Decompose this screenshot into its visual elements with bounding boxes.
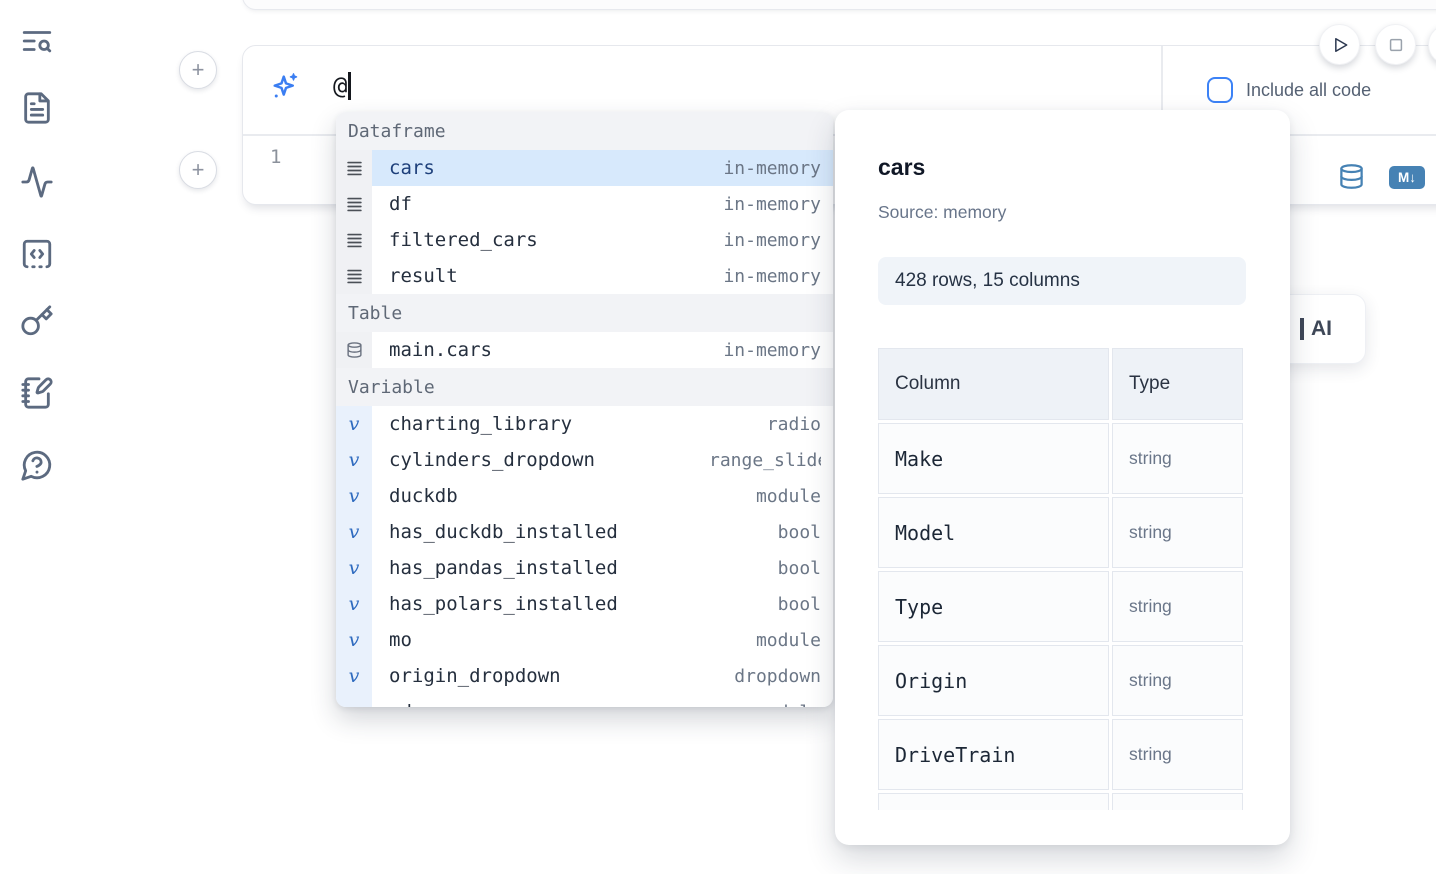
dataframe-rows-icon — [336, 186, 372, 222]
schema-row-column: DriveTrain — [878, 719, 1109, 790]
file-icon[interactable] — [19, 91, 55, 127]
ai-button-label: AI — [1311, 317, 1332, 340]
preview-title: cars — [878, 154, 926, 180]
activity-icon[interactable] — [19, 165, 55, 201]
dataframe-rows-icon — [336, 258, 372, 294]
variable-icon: v — [336, 478, 372, 514]
schema-row-type: string — [1112, 497, 1243, 568]
database-table-icon — [336, 332, 372, 368]
key-icon[interactable] — [19, 304, 55, 340]
left-sidebar — [0, 0, 72, 874]
line-number: 1 — [270, 146, 282, 168]
text-caret — [348, 72, 351, 100]
schema-row-column: Make — [878, 423, 1109, 494]
ai-prompt-input[interactable]: @ — [333, 72, 351, 100]
markdown-cell-icon[interactable]: M↓ — [1389, 166, 1425, 189]
schema-row-type: string — [1112, 645, 1243, 716]
scratchpad-icon[interactable] — [19, 376, 55, 412]
include-all-code-control[interactable]: Include all code — [1207, 46, 1371, 134]
variable-icon: v — [336, 550, 372, 586]
variable-icon: v — [336, 514, 372, 550]
preview-source: Source: memory — [878, 202, 1007, 222]
prompt-value: @ — [333, 72, 348, 100]
schema-table: Column Type Make string Model string Typ… — [878, 348, 1246, 810]
dataframe-rows-icon — [336, 222, 372, 258]
include-all-code-label: Include all code — [1246, 79, 1372, 100]
schema-row-type: string — [1112, 571, 1243, 642]
run-cell-button[interactable] — [1319, 24, 1360, 65]
schema-row-column: Type — [878, 571, 1109, 642]
add-cell-above-button[interactable]: + — [179, 51, 217, 89]
schema-header-column: Column — [878, 348, 1109, 420]
schema-row-column: Origin — [878, 645, 1109, 716]
variable-icon: v — [336, 694, 372, 707]
dataframe-preview-panel: cars Source: memory 428 rows, 15 columns… — [835, 110, 1290, 845]
schema-row-type: string — [1112, 423, 1243, 494]
table-of-contents-search-icon[interactable] — [19, 24, 55, 60]
schema-header-type: Type — [1112, 348, 1243, 420]
code-editor-row[interactable]: 1 M↓ — [243, 135, 1436, 206]
previous-cell-edge — [242, 0, 1436, 10]
variable-icon: v — [336, 406, 372, 442]
autocomplete-item-pd-clipped[interactable]: v pdmodule — [336, 694, 833, 707]
section-header-dataframe: Dataframe — [336, 112, 833, 150]
stop-icon — [1389, 38, 1402, 51]
variable-icon: v — [336, 622, 372, 658]
sparkles-ai-icon — [270, 71, 300, 101]
dataframe-rows-icon — [336, 150, 372, 186]
variable-icon: v — [336, 658, 372, 694]
stop-button[interactable] — [1375, 24, 1416, 65]
shape-badge: 428 rows, 15 columns — [878, 257, 1246, 305]
prompt-divider — [1161, 46, 1163, 134]
add-cell-below-button[interactable]: + — [179, 151, 217, 189]
schema-row-type: string — [1112, 719, 1243, 790]
section-header-table: Table — [336, 294, 833, 332]
variable-icon: v — [336, 586, 372, 622]
include-all-code-checkbox[interactable] — [1207, 77, 1233, 103]
snippets-code-icon[interactable] — [19, 237, 55, 273]
clipped-letter-fragment — [1300, 318, 1304, 340]
schema-row-partial — [878, 793, 1109, 810]
variable-icon: v — [336, 442, 372, 478]
play-icon — [1334, 37, 1347, 52]
schema-row-column: Model — [878, 497, 1109, 568]
ai-prompt-row[interactable]: @ Include all code — [243, 46, 1436, 134]
section-header-variable: Variable — [336, 368, 833, 406]
database-cell-icon[interactable] — [1337, 162, 1365, 192]
schema-row-partial — [1112, 793, 1243, 810]
help-chat-icon[interactable] — [19, 448, 55, 484]
